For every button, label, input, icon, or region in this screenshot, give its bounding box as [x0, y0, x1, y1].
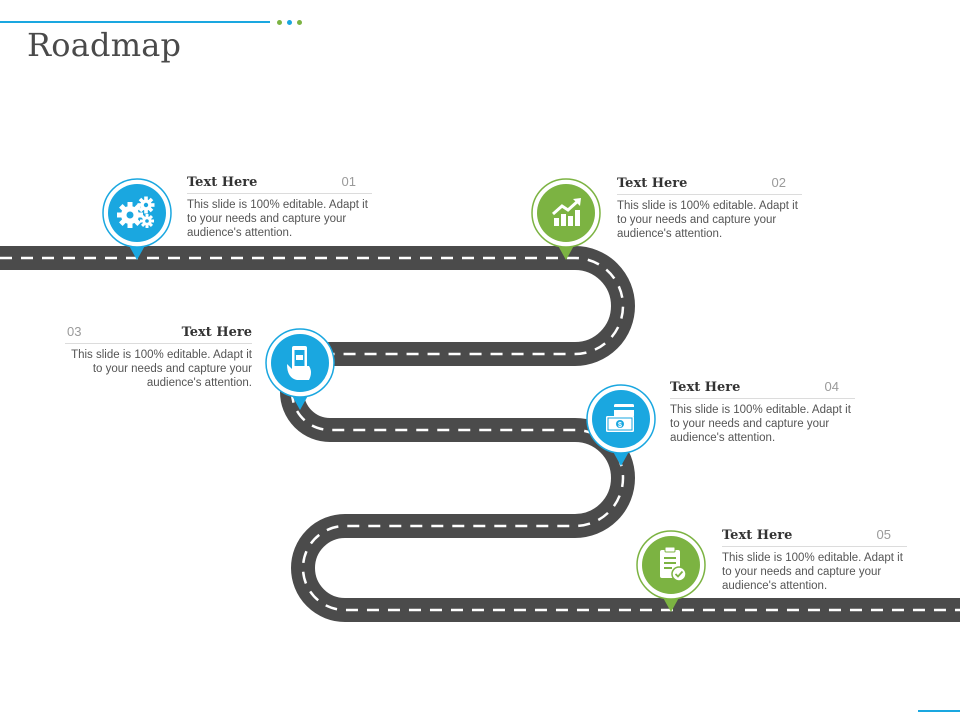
milestone-heading: Text Here — [670, 380, 741, 395]
milestone-heading: Text Here — [181, 325, 252, 340]
milestone-card-header: Text Here 04 — [670, 379, 855, 399]
cash-card-icon: $ — [606, 404, 634, 432]
milestone-pin-01 — [102, 178, 172, 262]
milestone-card-05: Text Here 05 This slide is 100% editable… — [722, 527, 907, 593]
milestone-card-header: Text Here 01 — [187, 174, 372, 194]
gears-icon — [117, 196, 155, 228]
header-accent-line — [0, 21, 270, 23]
page-title: Roadmap — [27, 26, 182, 64]
milestone-pin-02 — [531, 178, 601, 262]
milestone-heading: Text Here — [187, 175, 258, 190]
milestone-description: This slide is 100% editable. Adapt it to… — [71, 349, 252, 389]
milestone-heading: Text Here — [617, 176, 688, 191]
header-dot-green — [277, 20, 282, 25]
milestone-description: This slide is 100% editable. Adapt it to… — [670, 404, 851, 444]
milestone-card-02: Text Here 02 This slide is 100% editable… — [617, 175, 802, 241]
milestone-description: This slide is 100% editable. Adapt it to… — [722, 552, 903, 592]
milestone-card-header: Text Here 02 — [617, 175, 802, 195]
header-dot-green-2 — [297, 20, 302, 25]
milestone-heading: Text Here — [722, 528, 793, 543]
milestone-number: 04 — [824, 379, 839, 394]
milestone-card-01: Text Here 01 This slide is 100% editable… — [187, 174, 372, 240]
milestone-number: 05 — [876, 527, 891, 542]
svg-text:$: $ — [618, 422, 622, 429]
milestone-number: 03 — [67, 324, 82, 339]
milestone-pin-05 — [636, 530, 706, 614]
growth-chart-icon — [552, 198, 581, 226]
milestone-number: 02 — [771, 175, 786, 190]
milestone-card-03: Text Here 03 This slide is 100% editable… — [65, 324, 252, 390]
milestone-pin-03 — [265, 328, 335, 412]
road-center-line — [0, 256, 960, 612]
clipboard-check-icon — [660, 546, 687, 582]
footer-accent-line — [918, 710, 960, 712]
milestone-card-header: Text Here 05 — [722, 527, 907, 547]
milestone-number: 01 — [341, 174, 356, 189]
milestone-description: This slide is 100% editable. Adapt it to… — [187, 199, 368, 239]
mobile-payment-icon — [287, 346, 311, 380]
milestone-pin-04: $ — [586, 384, 656, 468]
milestone-description: This slide is 100% editable. Adapt it to… — [617, 200, 798, 240]
header-dot-blue — [287, 20, 292, 25]
milestone-card-04: Text Here 04 This slide is 100% editable… — [670, 379, 855, 445]
milestone-card-header: Text Here 03 — [65, 324, 252, 344]
